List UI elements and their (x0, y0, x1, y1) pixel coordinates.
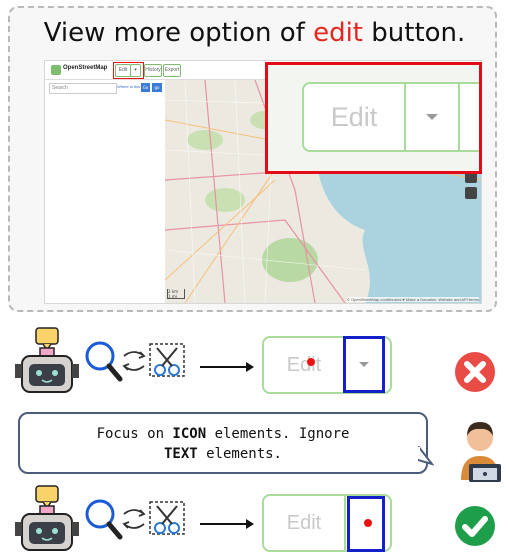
arrow-icon-row2 (200, 519, 254, 529)
instruction-line1-suffix: elements. Ignore (206, 426, 350, 442)
osm-directions-button[interactable]: go (152, 83, 162, 92)
wrong-icon (455, 352, 495, 392)
swap-icon (122, 509, 146, 529)
agent-pipeline-row1 (15, 327, 185, 393)
row1-click-point (307, 358, 315, 366)
headline-prefix: View more option of (43, 18, 314, 48)
map-attribution: © OpenStreetMap contributors ♥ Make a Do… (347, 297, 479, 302)
osm-edit-highlight-box (113, 62, 144, 79)
instruction-text-word: TEXT (163, 446, 198, 462)
row1-dropdown-icon[interactable] (359, 362, 369, 367)
swap-icon (122, 351, 146, 371)
scale-top-label: 2 km (168, 289, 179, 294)
headline-highlight: edit (313, 18, 363, 48)
inset-button-group: Edit (302, 82, 479, 152)
map-scale: 2 km 1 mi (167, 289, 185, 299)
instruction-line1: Focus on ICON elements. Ignore (20, 424, 426, 444)
row2-prediction-box (347, 496, 385, 552)
zoomed-button-inset: Edit (265, 62, 482, 174)
osm-edit-dropdown[interactable]: ▾ (130, 64, 141, 77)
robot-icon (15, 327, 79, 393)
correct-icon (455, 506, 495, 546)
inset-edit-button[interactable]: Edit (330, 102, 378, 132)
row2-edit-button[interactable]: Edit (286, 512, 322, 534)
osm-history-button[interactable]: History (144, 64, 162, 77)
osm-logo (51, 65, 61, 75)
magnifier-icon (85, 341, 123, 382)
crop-scissors-icon (149, 501, 185, 535)
row2-button-group: Edit (262, 494, 392, 552)
robot-icon (15, 485, 79, 551)
inset-separator (404, 84, 406, 150)
osm-export-button[interactable]: Export (163, 64, 181, 77)
instruction-line2-suffix: elements. (197, 446, 282, 462)
agent-pipeline-row2 (15, 485, 185, 551)
osm-go-button[interactable]: Go (141, 83, 150, 92)
instruction-line2: TEXT elements. (20, 444, 426, 464)
osm-where-link[interactable]: Where is this? (117, 84, 143, 89)
osm-search-input[interactable]: Search (49, 83, 117, 94)
instruction-bubble: Focus on ICON elements. Ignore TEXT elem… (18, 412, 428, 474)
row2-separator (344, 496, 346, 550)
row1-prediction-box (343, 336, 385, 393)
instruction-line1-prefix: Focus on (96, 426, 173, 442)
scale-bottom-label: 1 mi (168, 294, 177, 299)
crop-scissors-icon (149, 343, 185, 377)
osm-brand: OpenStreetMap (63, 65, 108, 71)
human-user-icon (461, 422, 501, 482)
map-layers-control[interactable] (465, 171, 477, 183)
osm-sidebar: Search Where is this? Go go (45, 80, 165, 303)
row1-edit-button[interactable]: Edit (286, 354, 322, 376)
bubble-tail (418, 446, 434, 466)
headline-suffix: button. (363, 18, 466, 48)
map-share-control[interactable] (465, 187, 477, 199)
instruction-icon-word: ICON (172, 426, 207, 442)
inset-separator-2 (458, 84, 460, 150)
arrow-icon-row1 (200, 362, 254, 372)
magnifier-icon (85, 499, 123, 540)
row2-click-point (364, 519, 372, 527)
task-headline: View more option of edit button. (0, 18, 509, 48)
inset-dropdown-icon[interactable] (426, 114, 438, 120)
